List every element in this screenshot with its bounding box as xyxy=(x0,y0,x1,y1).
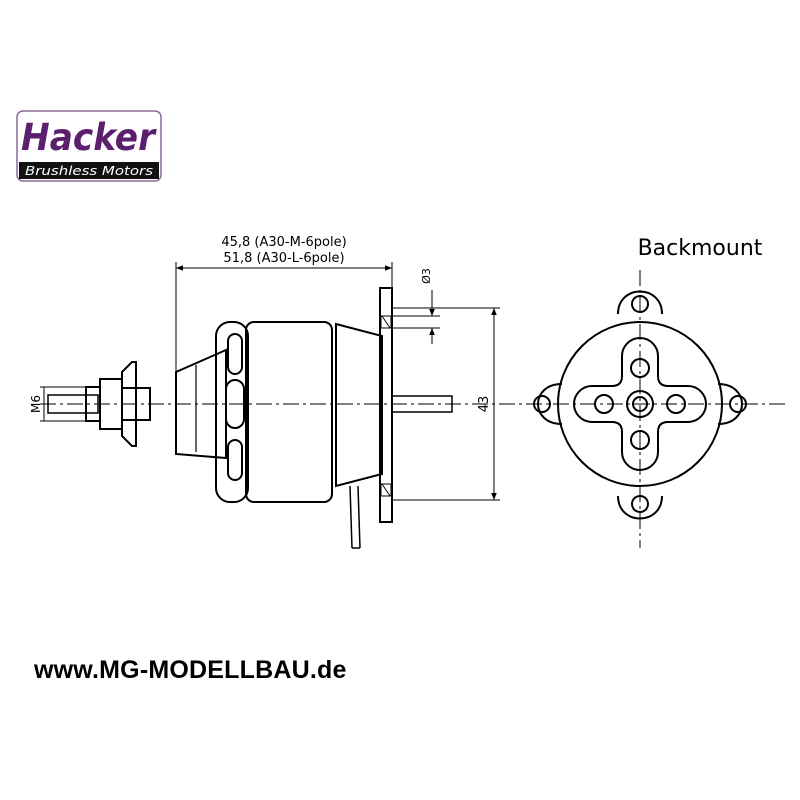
dimension-thread xyxy=(40,386,86,422)
dimension-height xyxy=(392,307,500,501)
hacker-logo: Hacker Brushless Motors xyxy=(16,110,162,182)
dim-hole: Ø3 xyxy=(420,268,433,284)
prop-adapter xyxy=(175,348,227,460)
logo-tagline: Brushless Motors xyxy=(25,164,153,178)
dim-height: 43 xyxy=(477,396,492,413)
front-shaft xyxy=(47,361,151,447)
dimension-hole xyxy=(392,290,440,344)
backmount-view xyxy=(533,270,747,548)
motor-cables xyxy=(349,485,361,549)
dimension-length xyxy=(175,262,393,372)
backmount-label: Backmount xyxy=(638,236,763,261)
motor-housing xyxy=(215,321,333,503)
stator-cone xyxy=(335,322,383,488)
rear-shaft xyxy=(391,395,453,413)
dim-length-m: 45,8 (A30-M-6pole) xyxy=(221,235,346,250)
dim-thread: M6 xyxy=(29,395,43,413)
dim-length-l: 51,8 (A30-L-6pole) xyxy=(223,251,344,266)
logo-brand: Hacker xyxy=(21,116,158,159)
website-url: www.MG-MODELLBAU.de xyxy=(34,656,347,684)
